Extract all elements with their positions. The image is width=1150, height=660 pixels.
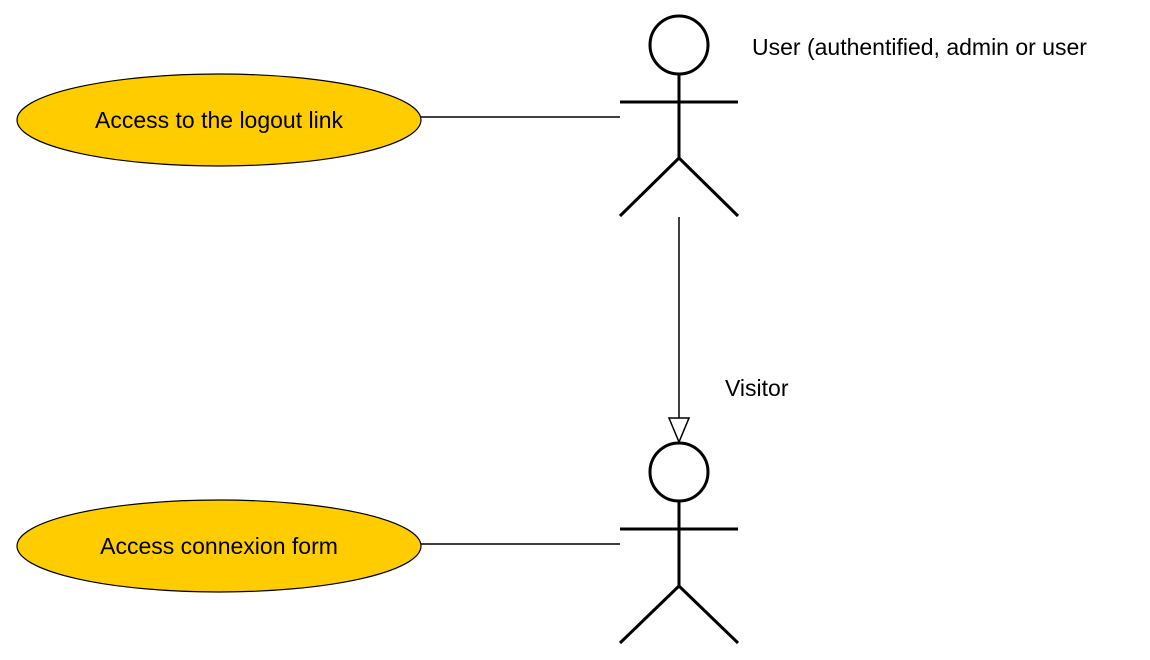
actor-head bbox=[648, 14, 710, 76]
use-case-label: Access connexion form bbox=[100, 533, 338, 559]
generalization-user-visitor bbox=[667, 217, 691, 444]
use-case-ellipse bbox=[16, 499, 422, 593]
use-case-logout-link[interactable]: Access to the logout link bbox=[16, 73, 422, 167]
actor-right-leg bbox=[677, 584, 740, 645]
use-case-ellipse bbox=[16, 73, 422, 167]
actor-left-leg bbox=[618, 584, 681, 645]
actor-right-leg bbox=[677, 156, 740, 218]
use-case-label: Access to the logout link bbox=[95, 107, 344, 133]
use-case-connexion-form[interactable]: Access connexion form bbox=[16, 499, 422, 593]
actor-visitor[interactable]: Visitor bbox=[618, 375, 789, 645]
actor-left-leg bbox=[618, 156, 681, 218]
actor-head bbox=[648, 441, 710, 503]
actor-label: Visitor bbox=[725, 375, 789, 401]
actor-user[interactable]: User (authentified, admin or user bbox=[618, 14, 1087, 218]
generalization-arrowhead bbox=[667, 417, 691, 444]
actor-label: User (authentified, admin or user bbox=[752, 34, 1087, 60]
